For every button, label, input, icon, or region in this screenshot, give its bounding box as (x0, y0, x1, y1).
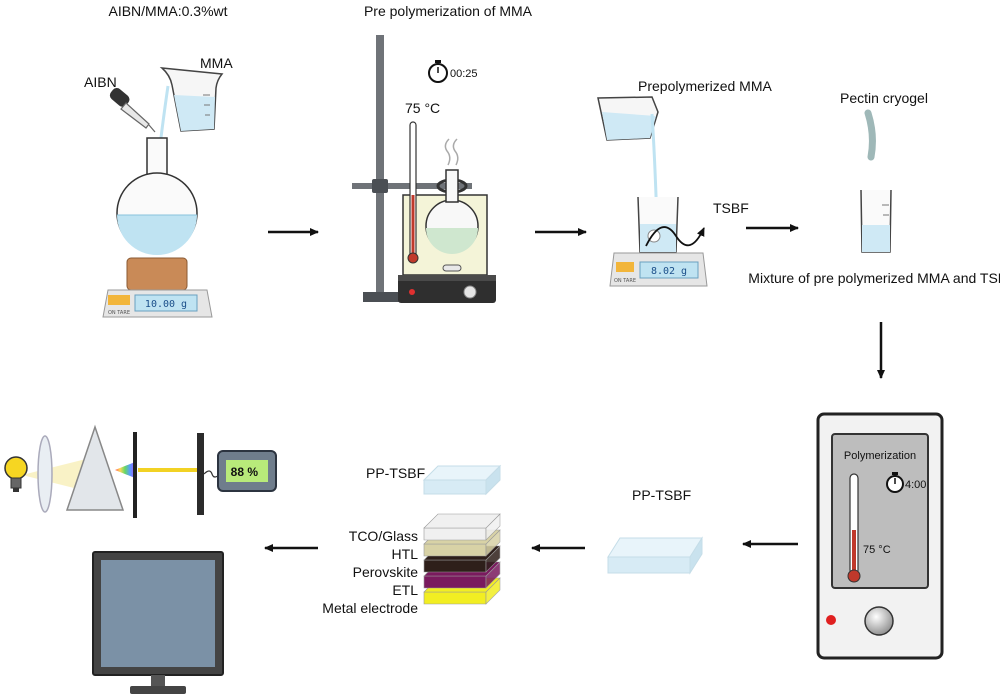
efficiency-readout: 88 % (231, 465, 259, 479)
mma-beaker-icon (156, 67, 224, 163)
stage-optical-measurement: 88 % (4, 424, 277, 518)
prepolymerization-label: Pre polymerization of MMA (364, 3, 533, 19)
stage-pp-tsbf-film: PP-TSBF (607, 487, 703, 575)
timer-2-label: 4:00 (905, 479, 926, 491)
stack-layer-label: Perovskite (353, 564, 419, 580)
light-beam-icon (22, 458, 90, 492)
temp-2-label: 75 °C (863, 544, 891, 556)
heating-mantle-icon (126, 257, 188, 291)
mixture-label: Mixture of pre polymerized MMA and TSBF (748, 270, 1000, 286)
tsbf-arrow (645, 226, 705, 247)
scale-1: 10.00 g ON TARE (102, 289, 213, 318)
pp-tsbf-top-label: PP-TSBF (366, 465, 425, 481)
flask-in-bath-icon (425, 138, 479, 254)
prepolymerized-beaker-icon (597, 96, 659, 226)
stage-device-stack: PP-TSBF Metal electrode ETL Perovskite HTL T… (322, 464, 502, 616)
mma-label: MMA (200, 55, 233, 71)
timer-1-label: 00:25 (450, 68, 478, 80)
scale-2: 8.02 g ON TARE (609, 252, 708, 287)
detector-icon (197, 433, 204, 515)
monitor-icon (92, 551, 224, 694)
stage-tsbf-weighing: Prepolymerized MMA TSBF 8.02 g ON TARE (597, 78, 772, 287)
aibn-label: AIBN (84, 74, 117, 90)
prepolymerized-mma-label: Prepolymerized MMA (638, 78, 772, 94)
light-bulb-icon (4, 456, 28, 492)
oven-stopwatch-icon (886, 472, 904, 493)
hotplate-icon (398, 275, 496, 303)
dropper-icon (109, 88, 156, 133)
stack-layer-labels: Metal electrode ETL Perovskite HTL TCO/Glass (322, 528, 418, 616)
efficiency-meter: 88 % (217, 450, 277, 492)
lens-icon (37, 435, 53, 513)
stack-layer-label: ETL (392, 582, 418, 598)
spectrum-icon (115, 462, 135, 478)
stack-layer (423, 513, 501, 541)
scale-2-tare: ON TARE (614, 278, 636, 284)
stage-aibn-mma-mixing: AIBN/MMA:0.3%wt MMA AIBN (84, 3, 233, 318)
oven-power-led (826, 615, 836, 625)
temp-1-label: 75 °C (405, 100, 440, 116)
polymerization-label: Polymerization (844, 450, 916, 462)
stage-oven-polymerization: Polymerization 4:00 75 °C (816, 412, 944, 660)
scale-1-readout: 10.00 g (145, 299, 187, 310)
stack-layer-label: HTL (392, 546, 419, 562)
small-beaker-icon (637, 196, 679, 253)
mixture-beaker-icon (860, 189, 892, 253)
tsbf-label: TSBF (713, 200, 749, 216)
stir-bar-icon (442, 264, 462, 272)
pectin-cryogel-icon (864, 109, 876, 161)
scale-1-tare: ON TARE (108, 310, 130, 316)
stack-layer-label: TCO/Glass (349, 528, 418, 544)
pp-tsbf-sheet-icon (607, 536, 703, 575)
stage-prepolymerization: Pre polymerization of MMA 00:25 75 °C (352, 3, 533, 303)
stage-mixture: Pectin cryogel Mixture of pre polymerize… (748, 90, 1000, 286)
aibn-ratio-label: AIBN/MMA:0.3%wt (108, 3, 227, 19)
thermometer-1-icon (407, 121, 419, 264)
stack-layers (423, 513, 501, 605)
stack-layer-label: Metal electrode (322, 600, 418, 616)
oven-knob-icon (864, 606, 894, 636)
prism-icon (65, 424, 125, 511)
thermometer-2-icon (847, 473, 861, 583)
pp-tsbf-middle-label: PP-TSBF (632, 487, 691, 503)
pectin-cryogel-label: Pectin cryogel (840, 90, 928, 106)
stopwatch-icon (428, 60, 448, 83)
slit-icon (133, 432, 137, 518)
pp-tsbf-top-sheet-icon (422, 464, 502, 496)
scale-2-readout: 8.02 g (651, 266, 687, 277)
round-flask-icon (116, 137, 198, 255)
